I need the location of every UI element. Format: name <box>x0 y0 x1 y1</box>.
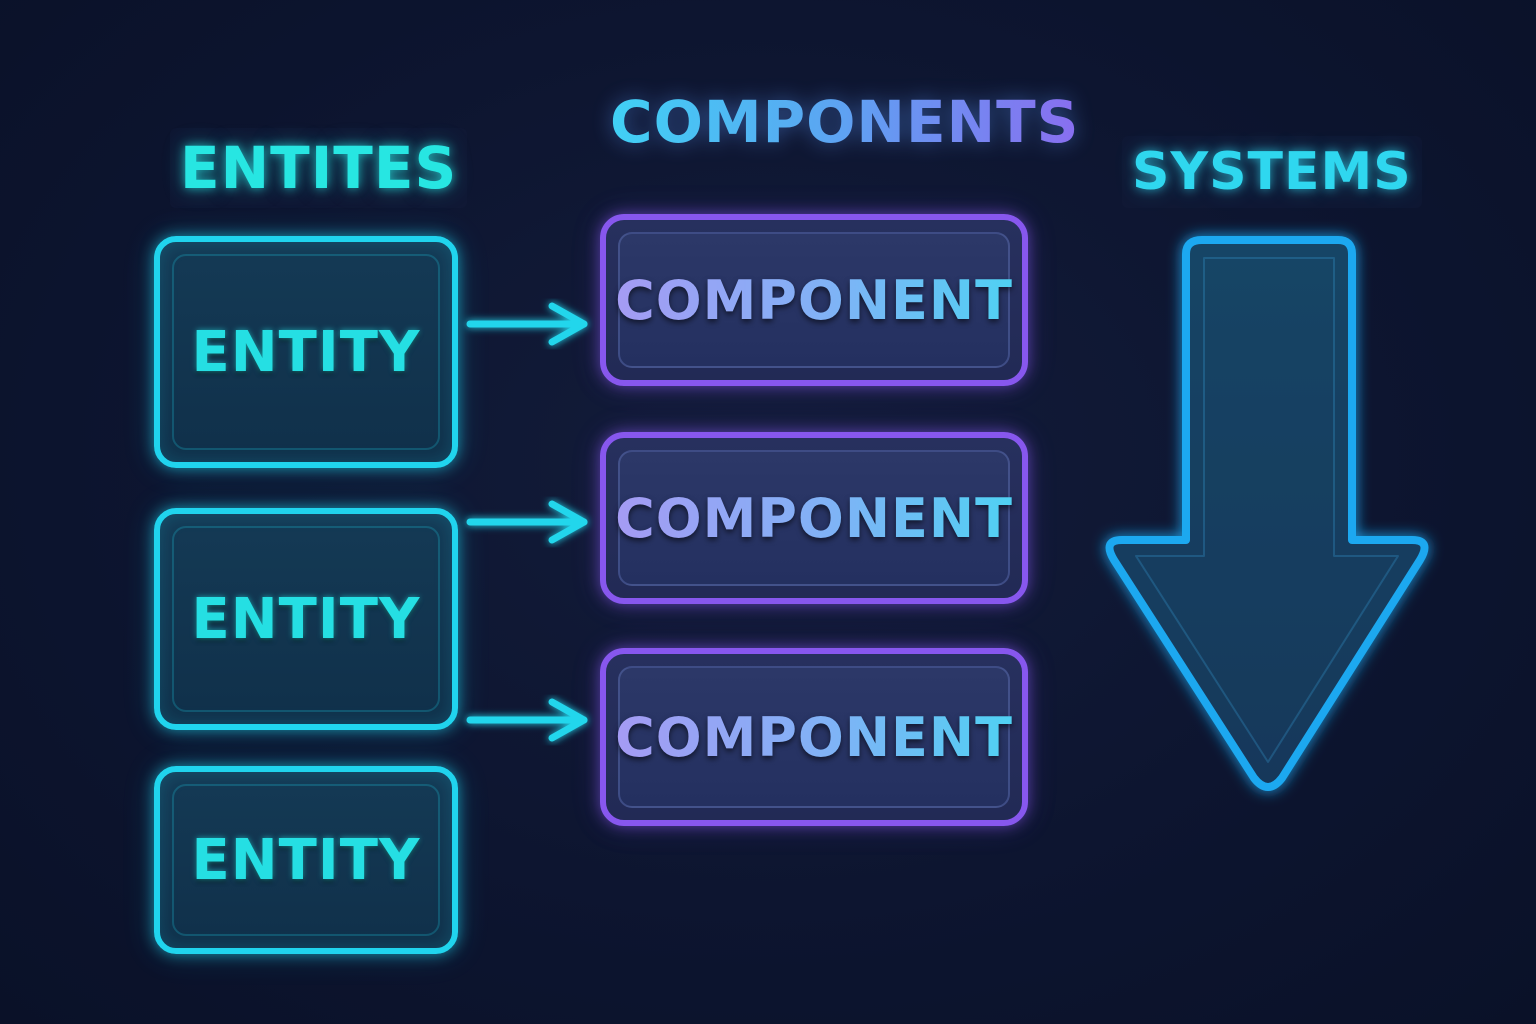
entities-heading: ENTITES <box>170 128 468 208</box>
entity-box-3: ENTITY <box>154 766 458 954</box>
component-box-3: COMPONENT <box>600 648 1028 826</box>
component-label: COMPONENT <box>615 268 1013 332</box>
component-label: COMPONENT <box>615 705 1013 769</box>
entity-box-inner <box>172 784 440 936</box>
components-heading: COMPONENTS <box>600 82 1089 162</box>
component-box-inner <box>618 450 1010 586</box>
entity-box-inner <box>172 254 440 450</box>
arrow-down-icon <box>1105 236 1429 791</box>
arrow-right-icon <box>466 302 588 346</box>
component-box-inner <box>618 666 1010 808</box>
component-box-1: COMPONENT <box>600 214 1028 386</box>
entity-box-inner <box>172 526 440 712</box>
component-box-2: COMPONENT <box>600 432 1028 604</box>
entity-box-1: ENTITY <box>154 236 458 468</box>
entity-box-2: ENTITY <box>154 508 458 730</box>
arrow-right-icon <box>466 500 588 544</box>
component-label: COMPONENT <box>615 486 1013 550</box>
component-box-inner <box>618 232 1010 368</box>
arrow-right-icon <box>466 698 588 742</box>
entity-label: ENTITY <box>191 586 421 652</box>
entity-label: ENTITY <box>191 827 421 893</box>
systems-heading: SYSTEMS <box>1122 136 1422 208</box>
entity-label: ENTITY <box>191 319 421 385</box>
